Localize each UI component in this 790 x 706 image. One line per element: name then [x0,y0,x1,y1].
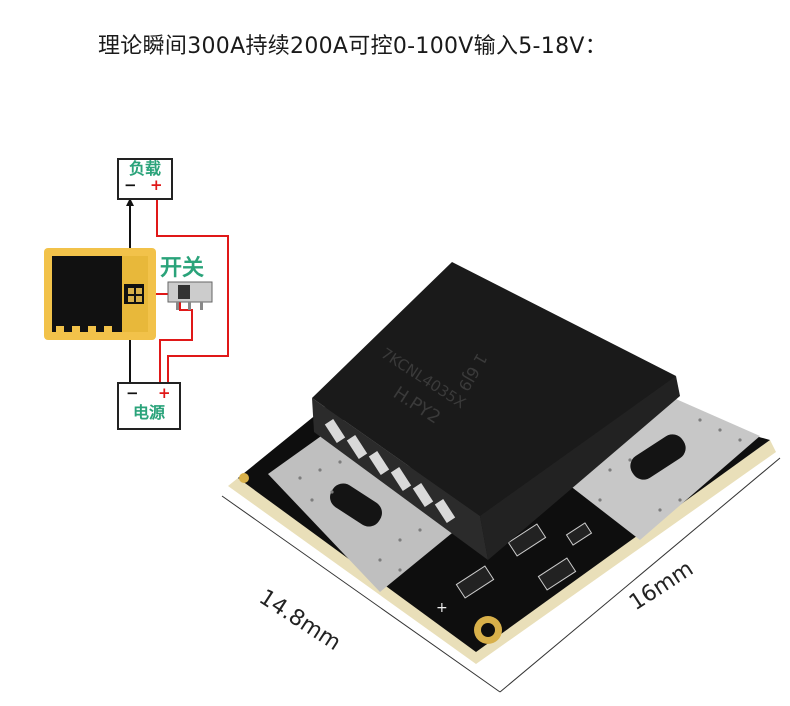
source-minus: − [126,384,139,402]
load-plus: + [150,176,163,194]
headline: 理论瞬间300A持续200A可控0-100V输入5-18V： [98,34,608,59]
load-label: 负载 [128,159,161,178]
svg-text:+: + [436,600,448,616]
load-minus: − [124,176,137,194]
source-label: 电源 [132,403,165,422]
switch-label: 开关 [160,256,205,281]
source-box: 电源 [117,382,181,430]
source-plus: + [158,384,171,402]
load-box: 负载 [117,158,173,200]
